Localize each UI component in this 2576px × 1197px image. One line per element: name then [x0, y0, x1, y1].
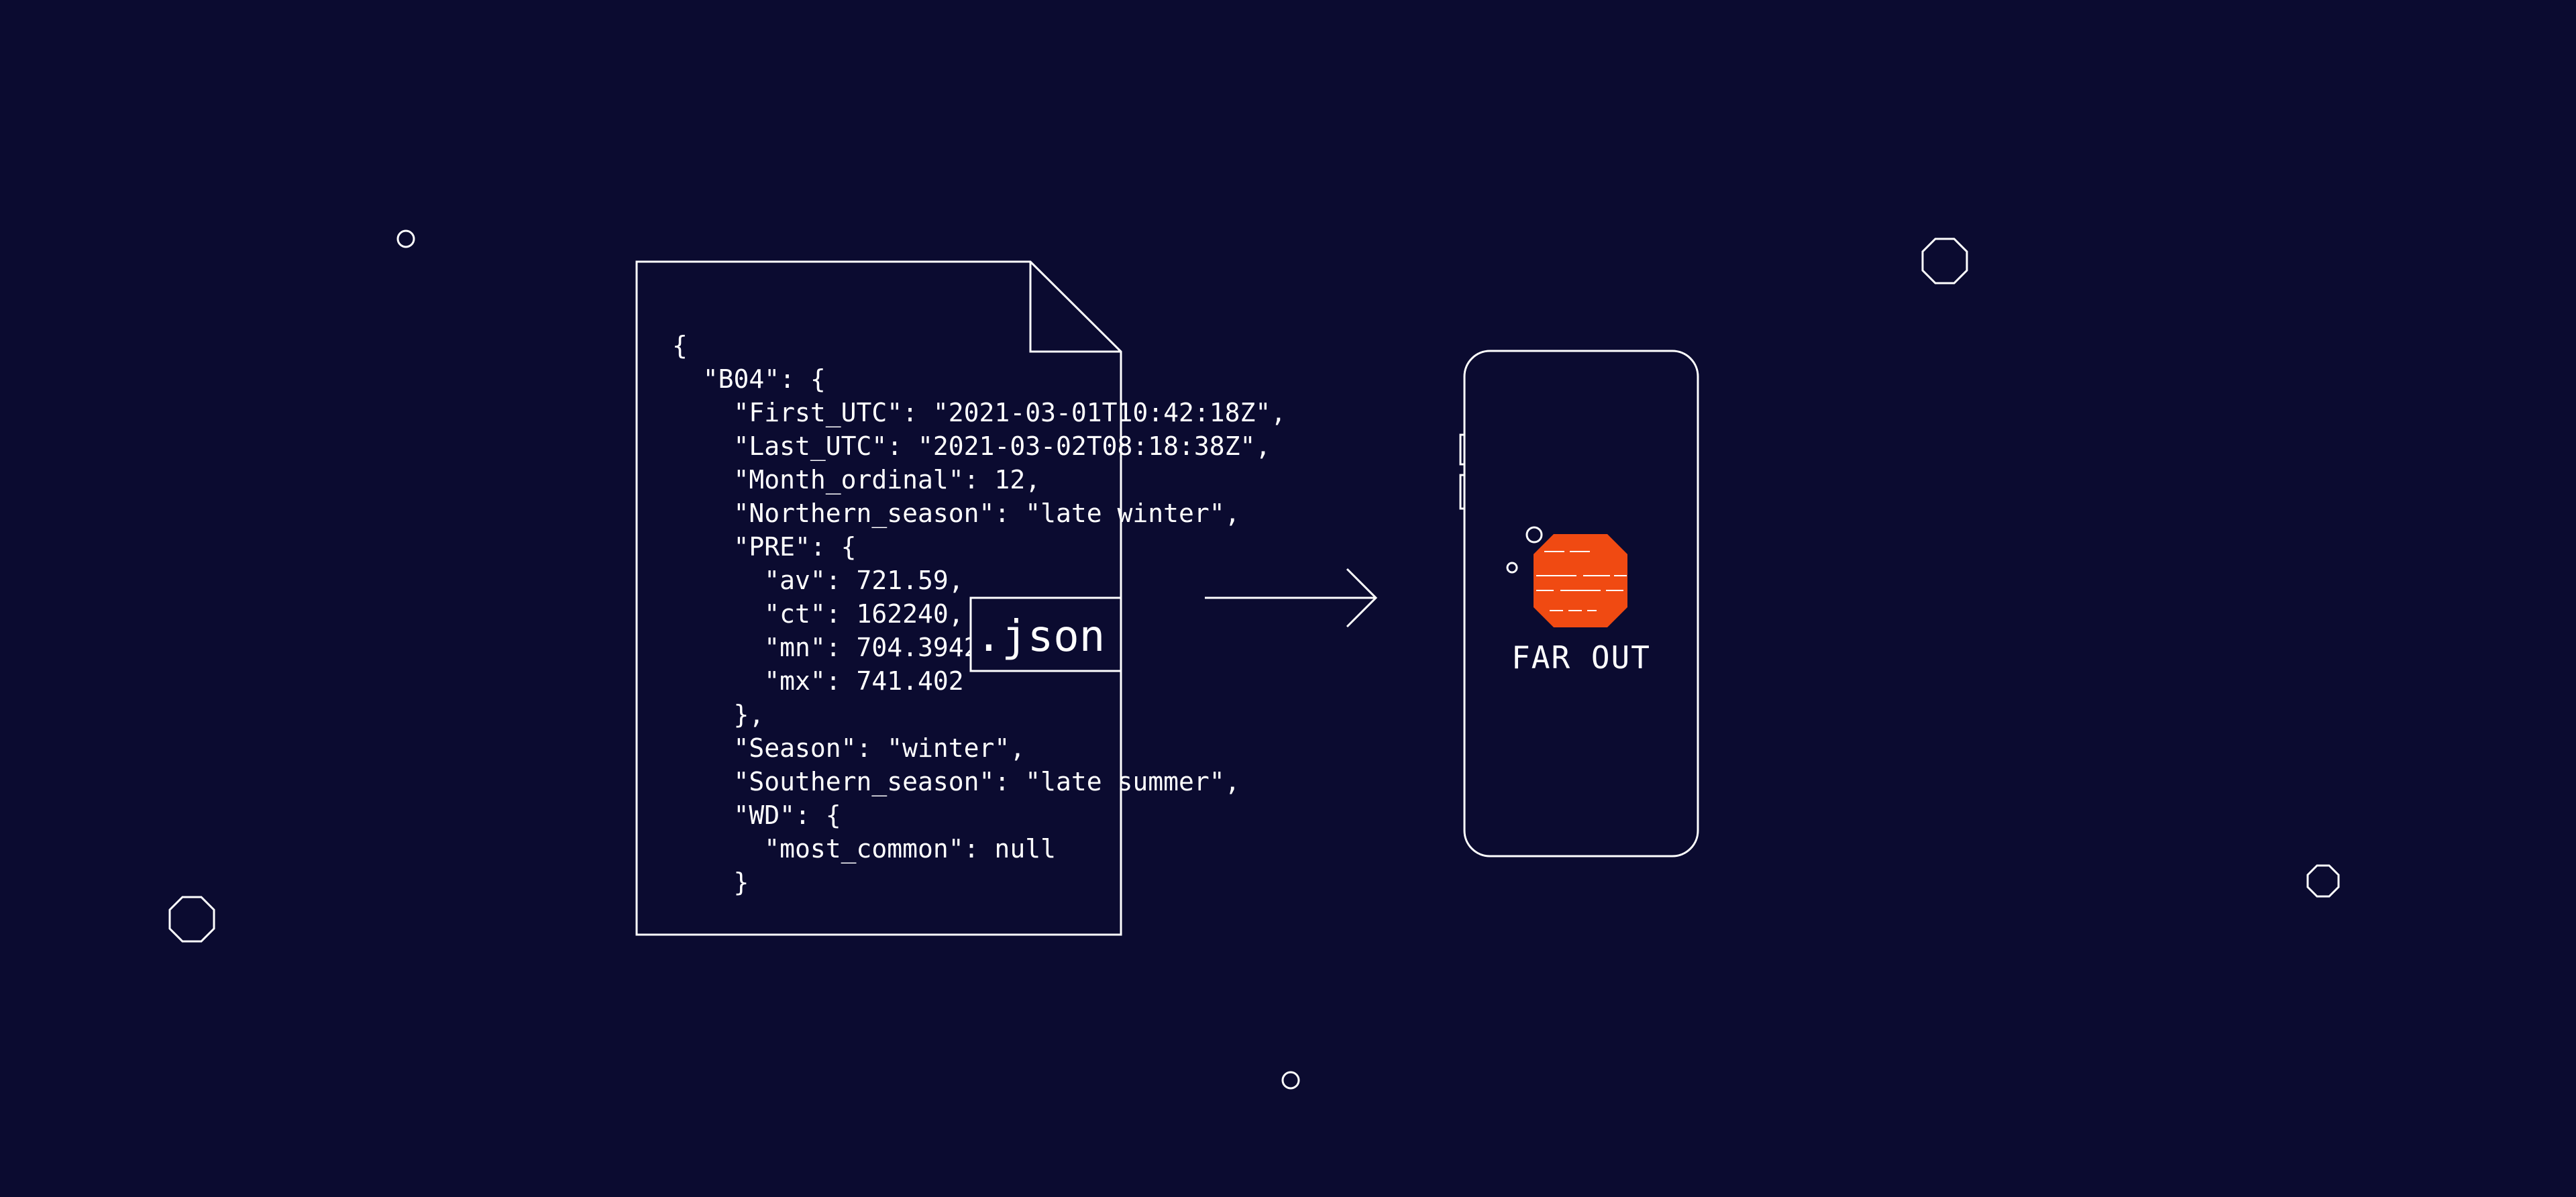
circle-icon: [396, 229, 415, 248]
octagon-planet-icon: [1506, 526, 1627, 627]
json-code: { "B04": { "First_UTC": "2021-03-01T10:4…: [672, 331, 1286, 897]
code-line: {: [672, 331, 688, 360]
octagon-icon: [168, 896, 215, 943]
code-line: "PRE": {: [672, 532, 857, 562]
code-line: "Season": "winter",: [672, 733, 1025, 763]
arrow-right-icon: [1205, 568, 1378, 628]
code-line: "B04": {: [672, 364, 826, 394]
code-line: "Southern_season": "late summer",: [672, 767, 1240, 797]
code-line: "Northern_season": "late winter",: [672, 499, 1240, 529]
circle-icon: [1281, 1071, 1300, 1090]
document-fold: [1029, 262, 1121, 353]
octagon-icon: [1921, 238, 1968, 284]
phone-side-button: [1459, 433, 1466, 466]
code-line: "Last_UTC": "2021-03-02T08:18:38Z",: [672, 431, 1271, 462]
code-line: "most_common": null: [672, 834, 1056, 864]
code-line: "av": 721.59,: [672, 566, 964, 595]
code-line: "mn": 704.3942,: [672, 633, 994, 662]
json-document: { "B04": { "First_UTC": "2021-03-01T10:4…: [635, 260, 1286, 936]
code-line: },: [672, 700, 764, 729]
phone-body: [1463, 350, 1699, 857]
code-line: "WD": {: [672, 800, 841, 830]
json-file-tag: .json: [969, 596, 1122, 672]
code-line: "First_UTC": "2021-03-01T10:42:18Z",: [672, 398, 1286, 428]
octagon-icon: [2306, 864, 2340, 898]
app-name: FAR OUT: [1511, 639, 1651, 676]
phone: FAR OUT: [1459, 350, 1699, 857]
code-line: "Month_ordinal": 12,: [672, 465, 1040, 495]
file-extension-label: .json: [976, 612, 1106, 662]
phone-side-button: [1459, 474, 1466, 510]
code-line: }: [672, 868, 749, 897]
code-line: "mx": 741.402: [672, 666, 964, 696]
code-line: "ct": 162240,: [672, 599, 964, 629]
